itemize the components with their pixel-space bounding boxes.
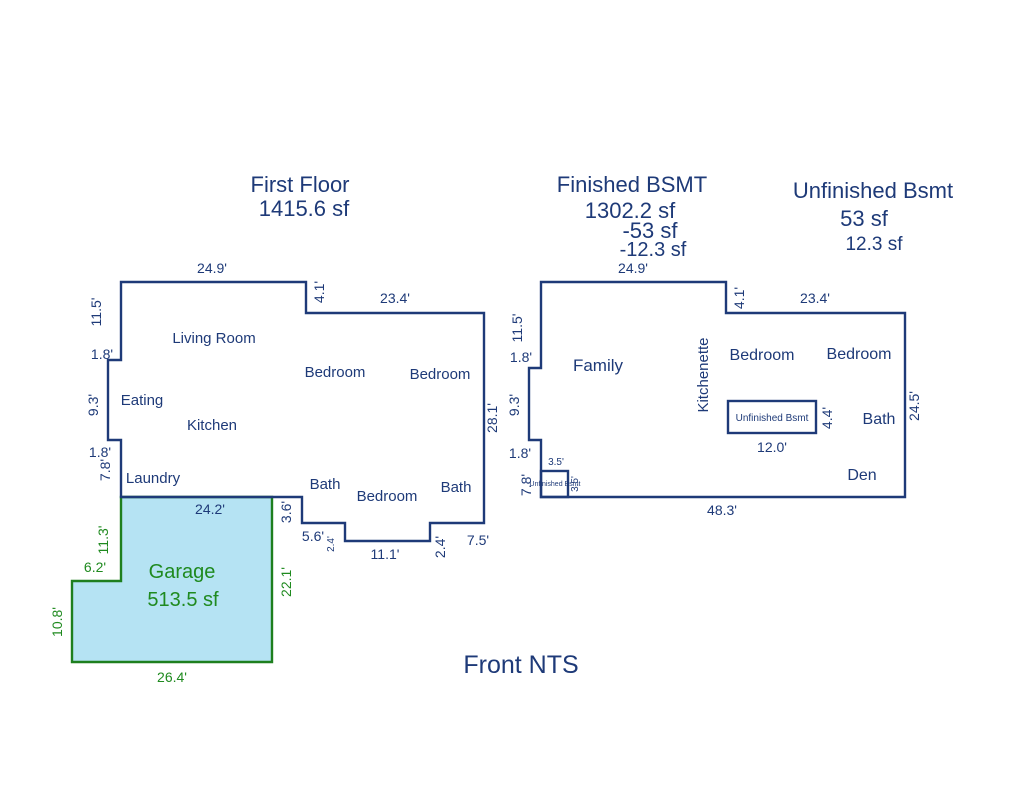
fb-room-family: Family bbox=[573, 356, 624, 375]
ff-dim-bottom-mid: 11.1' bbox=[371, 546, 400, 562]
finished-bsmt-deduct-1: -53 sf bbox=[622, 218, 678, 243]
front-nts-label: Front NTS bbox=[463, 651, 578, 679]
ff-dim-top-right: 23.4' bbox=[380, 290, 410, 306]
finished-bsmt-deduct-2: -12.3 sf bbox=[620, 239, 687, 261]
fb-dim-corner-height: 3.5' bbox=[570, 476, 581, 492]
ff-dim-top: 24.9' bbox=[197, 260, 227, 276]
fb-room-unfinished-corner: Unfinished Bsmt bbox=[530, 481, 581, 488]
ff-dim-step-5: 7.5' bbox=[467, 532, 489, 548]
first-floor-outline bbox=[106, 280, 486, 543]
ff-dim-garage-top: 24.2' bbox=[195, 501, 225, 517]
fb-dim-inner-width: 12.0' bbox=[757, 439, 787, 455]
finished-bsmt-title: Finished BSMT bbox=[557, 172, 707, 197]
ff-room-bedroom-2: Bedroom bbox=[410, 366, 471, 383]
ff-room-bedroom-3: Bedroom bbox=[357, 488, 418, 505]
fb-dim-right: 24.5' bbox=[906, 391, 922, 421]
garage-dim-left-upper: 11.3' bbox=[95, 526, 111, 555]
ff-dim-step-4: 2.4' bbox=[432, 536, 448, 558]
fb-dim-left-jog-1: 1.8' bbox=[510, 349, 532, 365]
first-floor-area: 1415.6 sf bbox=[259, 196, 350, 221]
garage-label: Garage bbox=[149, 561, 216, 583]
ff-dim-left-mid: 9.3' bbox=[85, 394, 101, 416]
fb-dim-left-jog-2: 1.8' bbox=[509, 445, 531, 461]
first-floor-title: First Floor bbox=[251, 172, 350, 197]
ff-room-eating: Eating bbox=[121, 392, 164, 409]
ff-dim-step-1: 3.6' bbox=[278, 501, 294, 523]
ff-room-bath-2: Bath bbox=[441, 479, 472, 496]
ff-dim-step-2: 5.6' bbox=[302, 528, 324, 544]
fb-dim-top: 24.9' bbox=[618, 260, 648, 276]
unfinished-inner-box bbox=[726, 399, 818, 435]
ff-dim-right: 28.1' bbox=[484, 403, 500, 433]
fb-room-bedroom-2: Bedroom bbox=[827, 346, 892, 363]
unfinished-bsmt-title: Unfinished Bsmt bbox=[793, 178, 953, 203]
fb-room-bedroom-1: Bedroom bbox=[730, 347, 795, 364]
fb-room-den: Den bbox=[847, 467, 876, 484]
unfinished-bsmt-area-1: 53 sf bbox=[840, 206, 889, 231]
garage-dim-jog: 6.2' bbox=[84, 559, 106, 575]
ff-room-bedroom-1: Bedroom bbox=[305, 364, 366, 381]
ff-dim-left-top: 11.5' bbox=[88, 298, 104, 327]
fb-dim-top-right: 23.4' bbox=[800, 290, 830, 306]
garage-dim-right: 22.1' bbox=[278, 567, 294, 597]
ff-dim-top-step: 4.1' bbox=[311, 281, 327, 303]
ff-room-living: Living Room bbox=[172, 330, 255, 347]
fb-dim-left-mid: 9.3' bbox=[506, 394, 522, 416]
ff-room-kitchen: Kitchen bbox=[187, 417, 237, 434]
garage-dim-left-lower: 10.8' bbox=[49, 607, 65, 637]
ff-dim-step-3: 2.4' bbox=[326, 536, 337, 552]
ff-dim-left-jog-1: 1.8' bbox=[91, 346, 113, 362]
unfinished-bsmt-area-2: 12.3 sf bbox=[845, 234, 903, 255]
fb-room-kitchenette: Kitchenette bbox=[695, 337, 712, 412]
ff-room-laundry: Laundry bbox=[126, 470, 181, 487]
fb-dim-bottom: 48.3' bbox=[707, 502, 737, 518]
fb-room-bath: Bath bbox=[863, 411, 896, 428]
ff-dim-left-bottom: 7.8' bbox=[97, 459, 113, 481]
fb-dim-corner-width: 3.5' bbox=[548, 457, 564, 468]
finished-bsmt-area: 1302.2 sf bbox=[585, 198, 676, 223]
finished-bsmt-outline bbox=[527, 280, 907, 499]
fb-room-unfinished-inner: Unfinished Bsmt bbox=[736, 413, 809, 424]
fb-dim-left-bottom: 7.8' bbox=[518, 474, 534, 496]
fb-dim-inner-height: 4.4' bbox=[819, 407, 835, 429]
ff-dim-left-jog-2: 1.8' bbox=[89, 444, 111, 460]
garage-dim-bottom: 26.4' bbox=[157, 669, 187, 685]
fb-dim-top-step: 4.1' bbox=[731, 287, 747, 309]
unfinished-corner-box bbox=[539, 469, 570, 499]
ff-room-bath-1: Bath bbox=[310, 476, 341, 493]
fb-dim-left-top: 11.5' bbox=[509, 314, 525, 343]
garage-area: 513.5 sf bbox=[147, 589, 219, 611]
